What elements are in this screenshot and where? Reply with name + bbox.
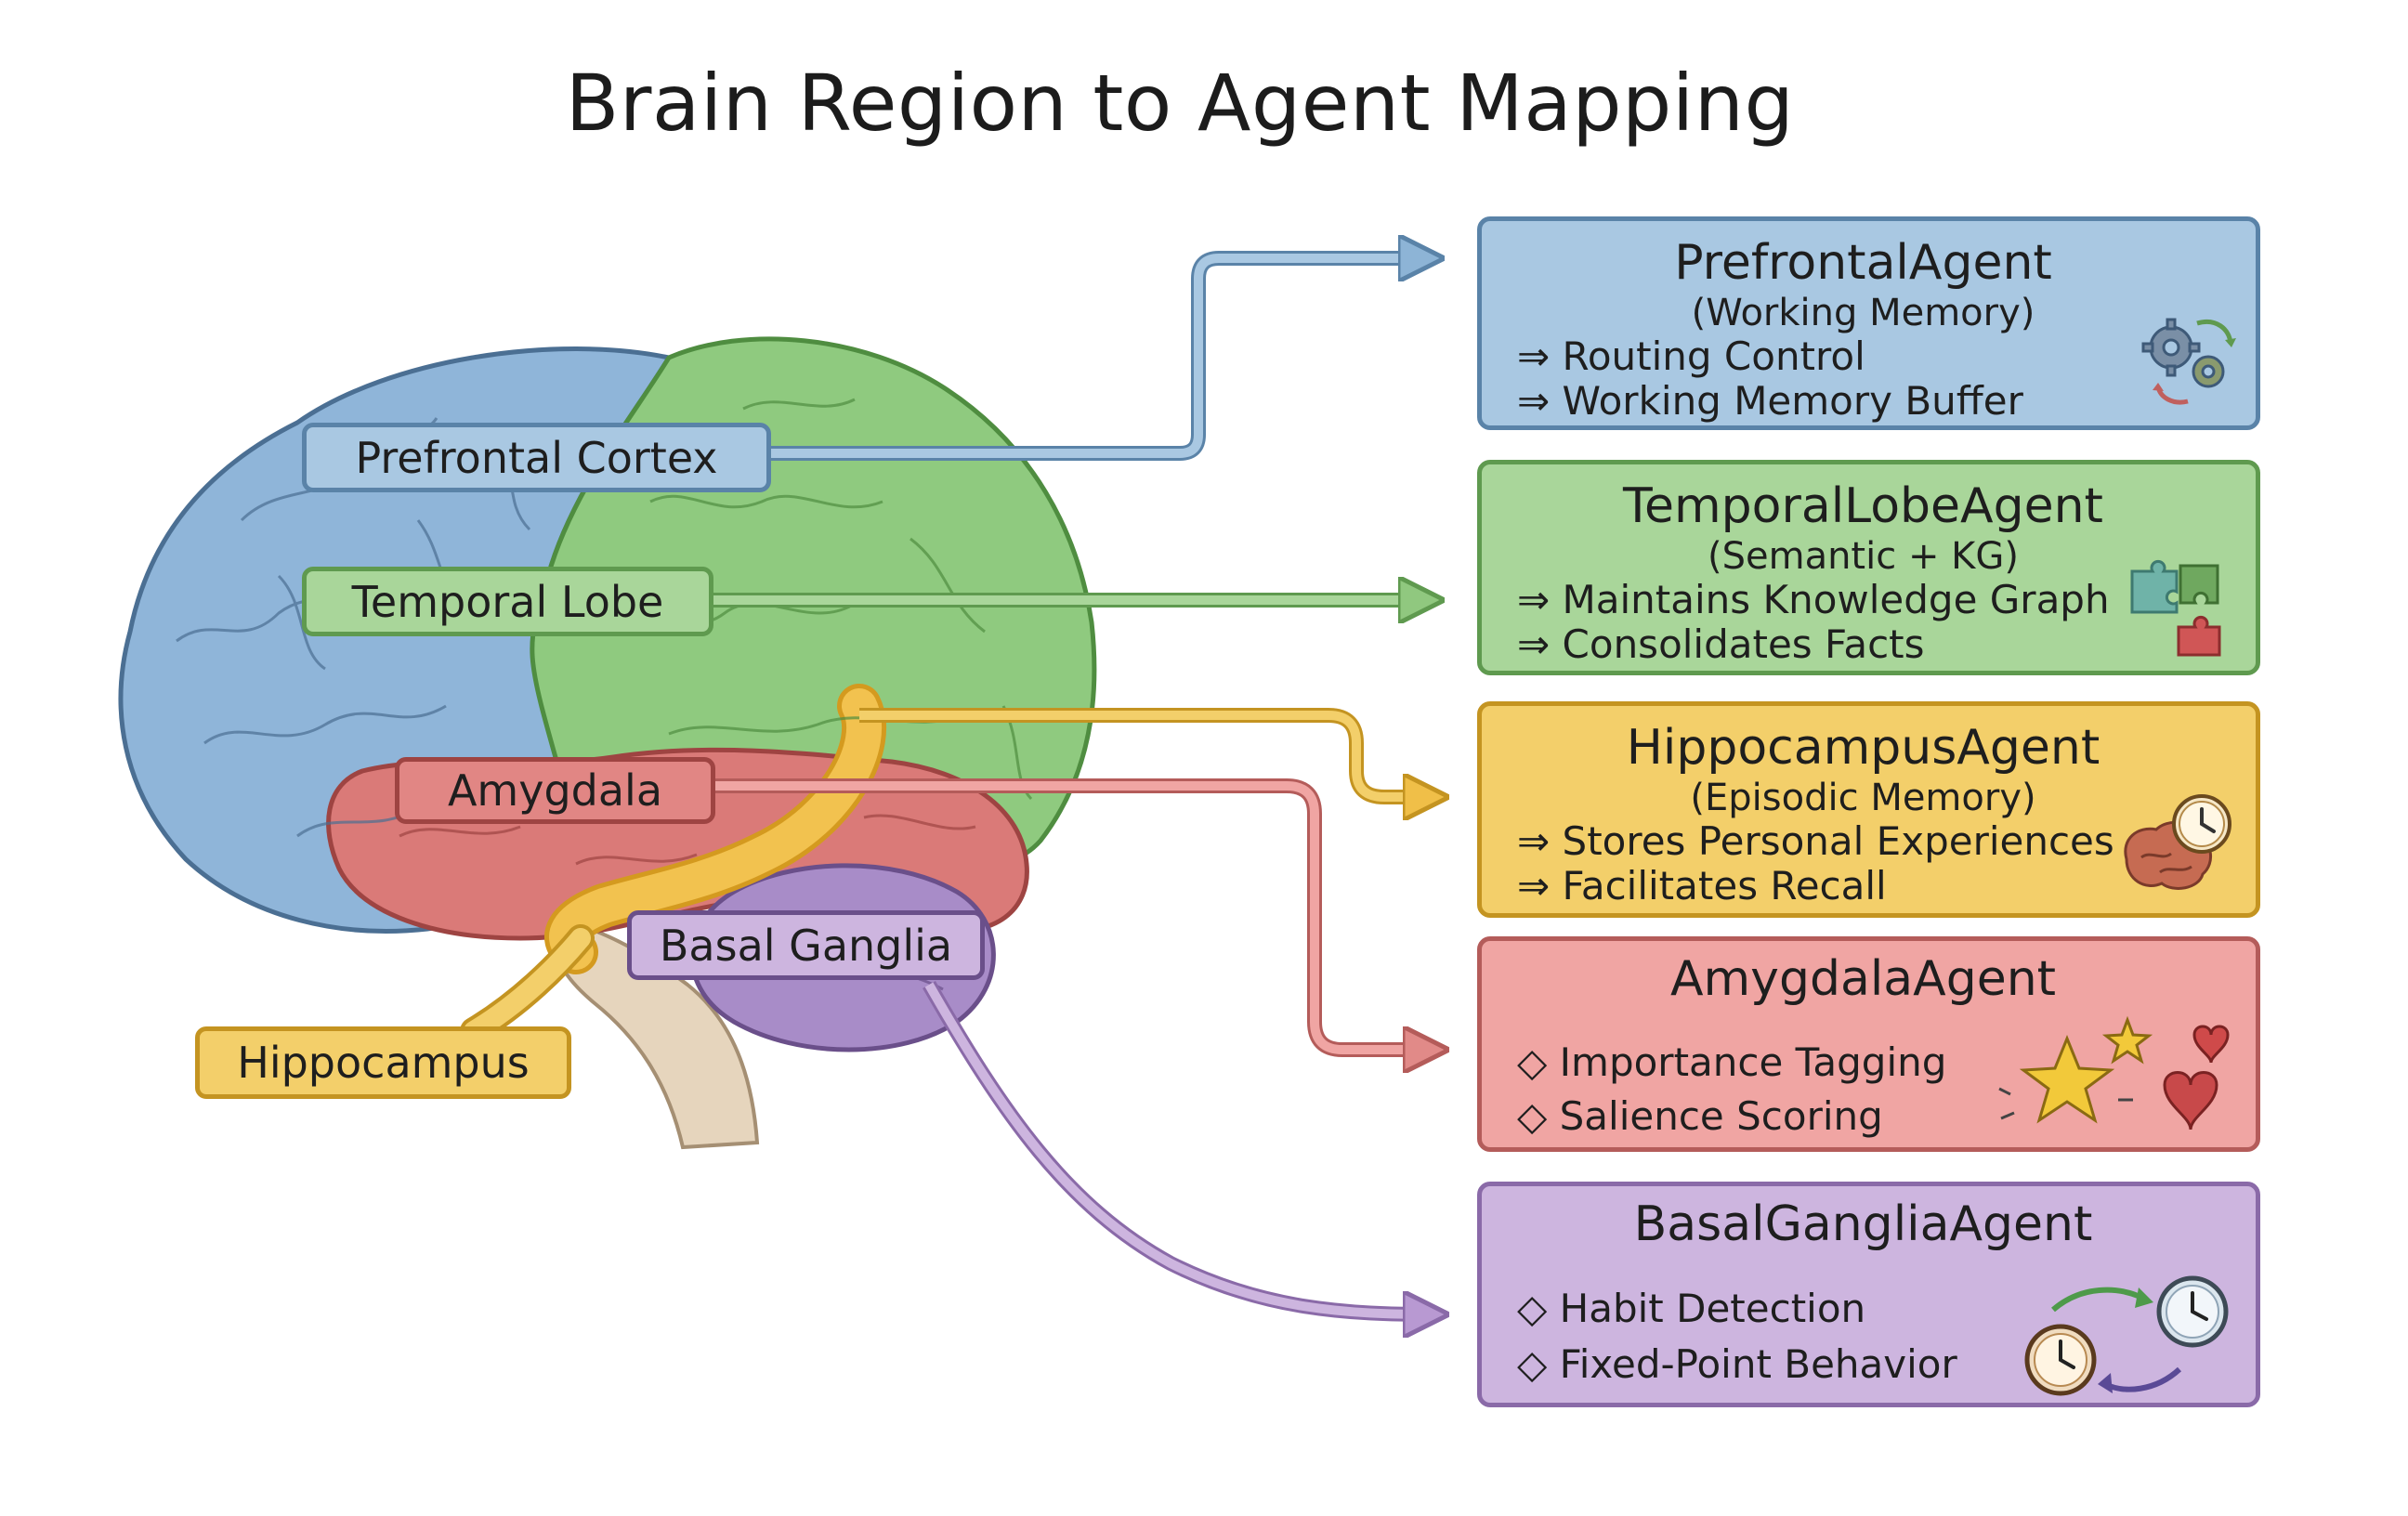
amygdala-folds: [399, 814, 976, 866]
agent-box-temporal: TemporalLobeAgent (Semantic + KG) ⇒ Main…: [1477, 460, 2260, 675]
agent-box-hippocampus: HippocampusAgent (Episodic Memory) ⇒ Sto…: [1477, 701, 2260, 918]
agent-subtitle-prefrontal: (Working Memory): [1691, 292, 2035, 334]
agent-bullet-prefrontal-2: ⇒ Working Memory Buffer: [1517, 378, 2023, 424]
agent-box-amygdala: AmygdalaAgent ◇ Importance Tagging ◇ Sal…: [1477, 936, 2260, 1152]
agent-bullet-basal-ganglia-2: ◇ Fixed-Point Behavior: [1517, 1341, 1957, 1387]
arrow-prefrontal: [771, 258, 1431, 458]
arrow-amygdala: [715, 781, 1435, 1050]
hippocampus-connector: [464, 928, 591, 1041]
label-temporal-lobe: Temporal Lobe: [302, 567, 713, 636]
stars-hearts-icon: [1998, 1015, 2230, 1130]
agent-name-amygdala: AmygdalaAgent: [1669, 951, 2057, 1007]
agent-bullet-hippocampus-1: ⇒ Stores Personal Experiences: [1517, 818, 2114, 864]
agent-subtitle-hippocampus: (Episodic Memory): [1690, 777, 2036, 819]
label-prefrontal-cortex: Prefrontal Cortex: [302, 423, 771, 492]
agent-bullet-hippocampus-2: ⇒ Facilitates Recall: [1517, 863, 1887, 908]
clocks-cycle-icon: [2024, 1275, 2229, 1396]
label-hippocampus: Hippocampus: [195, 1026, 571, 1099]
agent-bullet-basal-ganglia-1: ◇ Habit Detection: [1517, 1286, 1866, 1331]
agent-box-basal-ganglia: BasalGangliaAgent ◇ Habit Detection ◇ Fi…: [1477, 1182, 2260, 1407]
agent-name-temporal: TemporalLobeAgent: [1623, 478, 2103, 534]
arrow-hippocampus: [859, 711, 1435, 797]
agent-bullet-temporal-1: ⇒ Maintains Knowledge Graph: [1517, 577, 2110, 622]
agent-bullet-amygdala-2: ◇ Salience Scoring: [1517, 1093, 1883, 1139]
agent-name-prefrontal: PrefrontalAgent: [1674, 235, 2052, 291]
page-title: Brain Region to Agent Mapping: [565, 58, 1795, 149]
agent-box-prefrontal: PrefrontalAgent (Working Memory) ⇒ Routi…: [1477, 216, 2260, 430]
label-amygdala: Amygdala: [395, 757, 715, 824]
brain-clock-icon: [2124, 794, 2231, 890]
agent-bullet-amygdala-1: ◇ Importance Tagging: [1517, 1039, 1947, 1085]
hippocampus-region: [549, 688, 883, 970]
agent-bullet-temporal-2: ⇒ Consolidates Facts: [1517, 621, 1925, 667]
gears-cycle-icon: [2141, 318, 2236, 405]
label-basal-ganglia: Basal Ganglia: [627, 910, 985, 980]
agent-subtitle-temporal: (Semantic + KG): [1708, 535, 2019, 578]
agent-bullet-prefrontal-1: ⇒ Routing Control: [1517, 333, 1865, 379]
agent-name-basal-ganglia: BasalGangliaAgent: [1633, 1196, 2093, 1252]
arrow-basal-ganglia: [924, 982, 1435, 1314]
agent-name-hippocampus: HippocampusAgent: [1626, 720, 2100, 776]
puzzle-pieces-icon: [2130, 559, 2221, 657]
